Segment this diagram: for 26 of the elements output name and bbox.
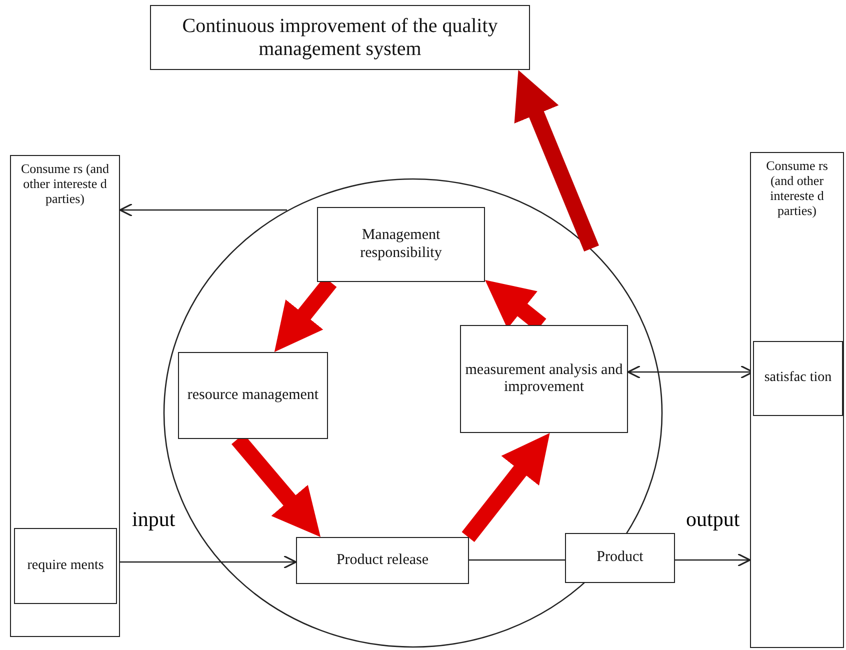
process-box (460, 325, 628, 433)
process-box (296, 537, 469, 584)
process-box (14, 528, 117, 604)
arrow (119, 203, 288, 217)
box-label: satisfac tion (764, 370, 832, 387)
box-label: Product release (336, 552, 429, 570)
box-label: require ments (27, 558, 104, 574)
process-box (565, 533, 675, 583)
process-box (753, 341, 843, 416)
block-arrow (514, 70, 599, 252)
process-box (150, 5, 530, 70)
arrow (675, 553, 751, 567)
group-box (10, 155, 120, 637)
group-title: Consume rs (and other intereste d parties) (20, 162, 110, 207)
group-box (750, 152, 844, 648)
block-arrow (462, 433, 550, 542)
connector-line (469, 559, 565, 561)
arrow (117, 555, 297, 569)
box-label: Continuous improvement of the quality management system (181, 14, 499, 60)
box-label: Product (596, 549, 644, 567)
group-title: Consume rs (and other intereste d parties) (765, 159, 829, 219)
process-box (317, 207, 485, 282)
process-box (178, 352, 328, 439)
box-label: resource management (187, 386, 319, 404)
box-label: measurement analysis and improvement (464, 362, 624, 396)
box-label: Management responsibility (359, 227, 443, 262)
